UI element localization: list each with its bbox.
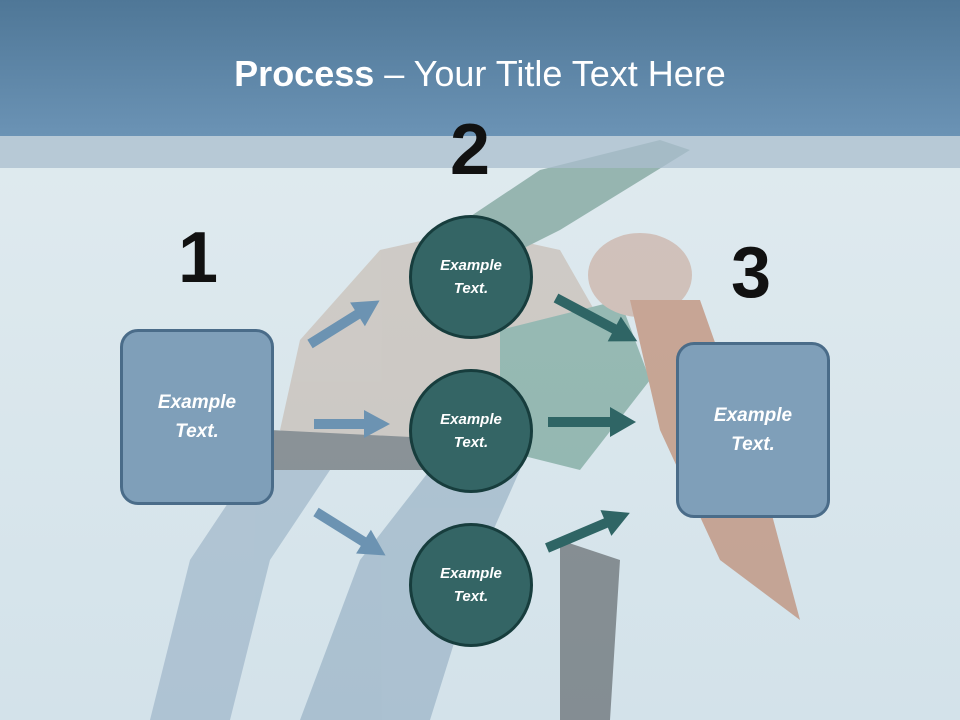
- slide-title: Process – Your Title Text Here: [0, 50, 960, 98]
- arrow-left-down: [313, 507, 386, 556]
- arrow-left-up: [307, 300, 380, 349]
- arrow-right-middle: [548, 407, 636, 437]
- step-box-1-text: Example Text.: [157, 392, 237, 442]
- step-number-3: 3: [731, 233, 772, 313]
- step-box-3-text: Example Text.: [713, 405, 793, 455]
- title-banner: [0, 0, 960, 136]
- process-circle-bottom-text: Example Text.: [440, 565, 502, 605]
- process-circle-top[interactable]: Example Text.: [409, 215, 533, 339]
- arrow-right-up: [545, 510, 630, 553]
- right-arrows: [545, 293, 638, 553]
- arrow-left-middle: [314, 410, 390, 438]
- banner-strip: [0, 136, 960, 168]
- process-circle-bottom[interactable]: Example Text.: [409, 523, 533, 647]
- step-number-2: 2: [450, 110, 491, 190]
- step-box-1[interactable]: Example Text.: [120, 329, 274, 505]
- arrow-right-down: [553, 293, 638, 342]
- left-arrows: [307, 300, 390, 556]
- step-number-1: 1: [178, 218, 219, 298]
- title-bold-part: Process: [234, 53, 375, 94]
- process-circle-middle[interactable]: Example Text.: [409, 369, 533, 493]
- process-circle-top-text: Example Text.: [440, 257, 502, 297]
- title-rest-part: – Your Title Text Here: [374, 53, 726, 94]
- process-circle-middle-text: Example Text.: [440, 411, 502, 451]
- step-box-3[interactable]: Example Text.: [676, 342, 830, 518]
